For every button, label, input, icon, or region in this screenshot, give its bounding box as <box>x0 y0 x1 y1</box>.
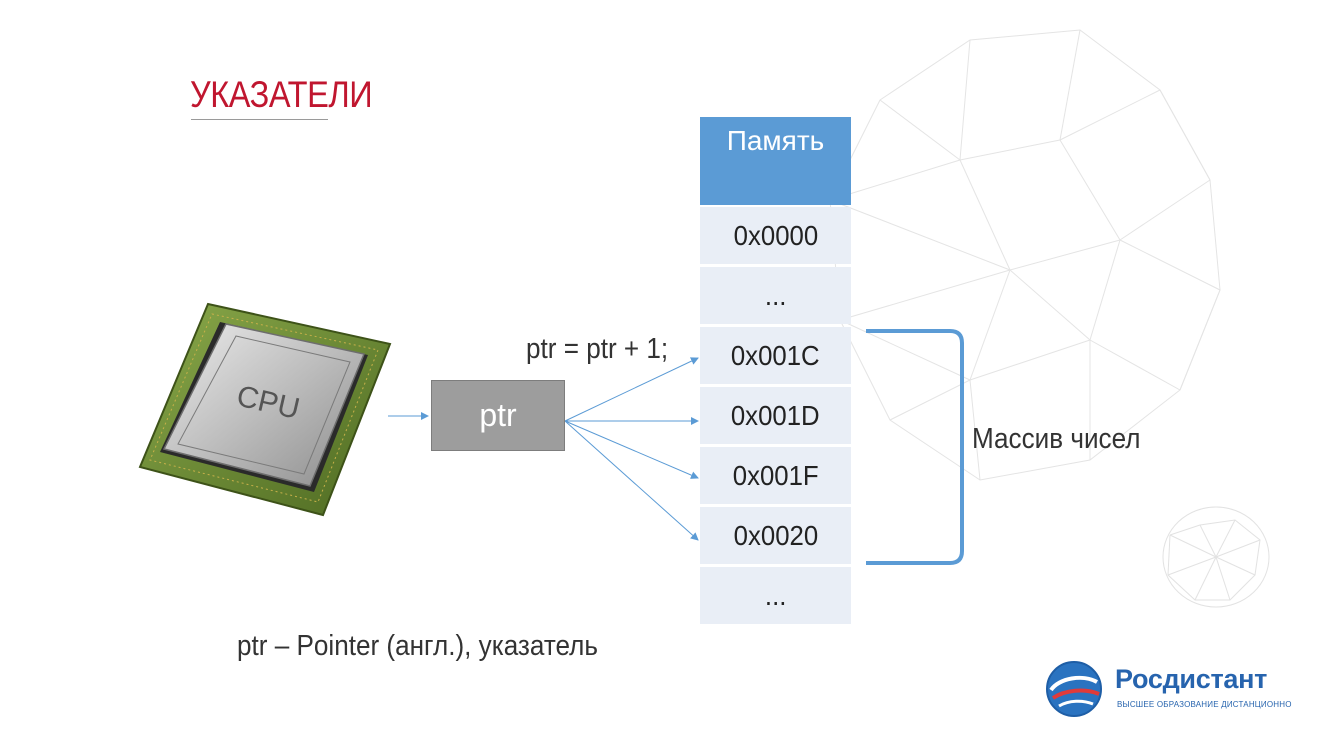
ptr-box-label: ptr <box>479 397 517 433</box>
rosdistant-logo-icon <box>1046 661 1102 717</box>
logo-name: Росдистант <box>1115 664 1268 694</box>
ptr-to-0020-arrow <box>564 420 699 541</box>
slide-title: УКАЗАТЕЛИ <box>190 74 373 115</box>
logo-tagline: ВЫСШЕЕ ОБРАЗОВАНИЕ ДИСТАНЦИОННО <box>1117 700 1292 709</box>
ptr-to-001f-arrow <box>564 420 699 479</box>
ptr-increment-expression: ptr = ptr + 1; <box>526 333 669 365</box>
memory-cell: 0x0000 <box>700 207 851 264</box>
memory-header: Память <box>700 117 851 205</box>
memory-cell: 0x0020 <box>700 507 851 564</box>
memory-cell: 0x001C <box>700 327 851 384</box>
array-label: Массив чисел <box>972 423 1141 455</box>
memory-cell: 0x001D <box>700 387 851 444</box>
footnote: ptr – Pointer (англ.), указатель <box>237 630 598 662</box>
memory-cell: ... <box>700 567 851 624</box>
memory-cell: ... <box>700 267 851 324</box>
background-small-sphere <box>1162 506 1270 608</box>
cpu-chip-icon: CPU <box>138 302 392 517</box>
memory-header-label: Память <box>726 125 825 156</box>
title-underline <box>191 119 328 120</box>
memory-cell: 0x001F <box>700 447 851 504</box>
ptr-box: ptr <box>431 380 565 451</box>
ptr-to-001c-arrow <box>564 357 699 422</box>
